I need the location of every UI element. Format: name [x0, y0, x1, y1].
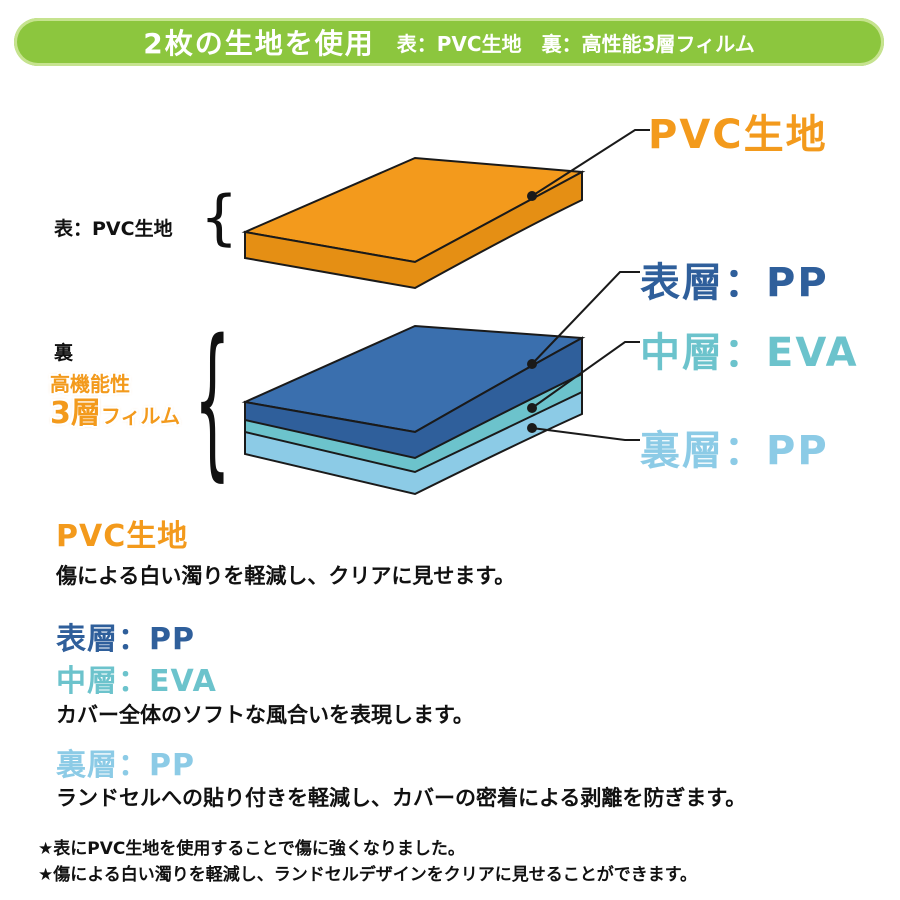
front-brace: {: [200, 183, 239, 253]
callout-pp-bottom: 裏層：PP: [640, 428, 829, 474]
back-sub-label-2-rest: フィルム: [100, 404, 181, 428]
callout-leader-lines: [531, 129, 650, 441]
callout-pvc: PVC生地: [648, 112, 828, 158]
back-brace: {: [194, 304, 231, 496]
back-sub-label-2: 3層フィルム: [50, 398, 180, 432]
banner-subtitle: 表：PVC生地 裏：高性能3層フィルム: [396, 31, 755, 56]
pvc-layer-slab: [241, 156, 586, 290]
pvc-section-desc: 傷による白い濁りを軽減し、クリアに見せます。: [56, 564, 516, 588]
front-fabric-label: 表：PVC生地: [54, 218, 173, 240]
pp-bottom-section-desc: ランドセルへの貼り付きを軽減し、カバーの密着による剥離を防ぎます。: [56, 786, 747, 810]
pp-eva-section-desc: カバー全体のソフトな風合いを表現します。: [56, 703, 474, 727]
back-sub-label-1: 高機能性: [50, 372, 130, 396]
note-1: ★表にPVC生地を使用することで傷に強くなりました。: [38, 839, 465, 859]
note-2: ★傷による白い濁りを軽減し、ランドセルデザインをクリアに見せることができます。: [38, 865, 698, 885]
callout-dots: [527, 191, 537, 433]
back-sub-label-2-num: 3層: [50, 396, 101, 431]
eva-section-title: 中層：EVA: [56, 664, 217, 699]
banner-title: 2枚の生地を使用: [143, 27, 375, 60]
header-banner: 2枚の生地を使用 表：PVC生地 裏：高性能3層フィルム: [14, 18, 884, 66]
back-label: 裏: [54, 342, 74, 364]
pp-top-layer-slab: [241, 324, 586, 460]
pvc-section-title: PVC生地: [56, 519, 189, 554]
callout-pp-top: 表層：PP: [640, 260, 829, 306]
pp-top-section-title: 表層：PP: [56, 622, 195, 657]
pp-bottom-section-title: 裏層：PP: [56, 748, 195, 783]
callout-eva: 中層：EVA: [640, 330, 859, 376]
